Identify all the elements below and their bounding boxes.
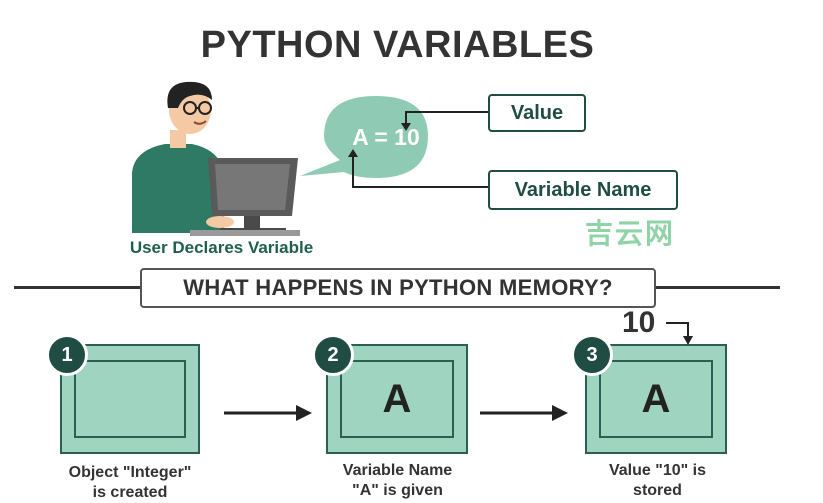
arrow-right-icon bbox=[480, 405, 568, 421]
step-caption-line: stored bbox=[633, 482, 682, 499]
arrow-right-icon bbox=[224, 405, 312, 421]
step-caption-line: Value "10" is bbox=[608, 462, 706, 479]
step-badge-1: 1 bbox=[46, 334, 88, 376]
user-declares-caption: User Declares Variable bbox=[129, 238, 314, 257]
section-title: WHAT HAPPENS IN PYTHON MEMORY? bbox=[140, 268, 656, 308]
variable-expression: A = 10 bbox=[352, 124, 420, 150]
divider-left bbox=[14, 286, 144, 289]
divider-right bbox=[648, 286, 780, 289]
page-title: PYTHON VARIABLES bbox=[200, 24, 595, 66]
step-caption-line: Object "Integer" bbox=[68, 464, 192, 481]
step-caption-3: Value "10" is stored bbox=[565, 461, 750, 501]
variable-name-callout: Variable Name bbox=[488, 170, 678, 210]
step-caption-line: Variable Name bbox=[342, 462, 453, 479]
step-caption-1: Object "Integer" is created bbox=[40, 463, 220, 503]
step-badge-3: 3 bbox=[571, 334, 613, 376]
callout-connectors bbox=[348, 111, 488, 188]
step-caption-line: "A" is given bbox=[352, 482, 443, 499]
step-badge-2: 2 bbox=[312, 334, 354, 376]
stored-value-label: 10 bbox=[622, 306, 656, 339]
value-callout: Value bbox=[488, 94, 586, 132]
watermark: 吉云网 bbox=[585, 217, 676, 250]
step-caption-2: Variable Name "A" is given bbox=[305, 461, 490, 501]
user-at-computer-illustration bbox=[132, 81, 300, 236]
memory-box-stored: A bbox=[585, 344, 727, 454]
speech-bubble bbox=[300, 96, 428, 178]
memory-box-inner bbox=[74, 360, 186, 438]
memory-box-inner: A bbox=[340, 360, 454, 438]
arrow-down-icon bbox=[666, 322, 693, 345]
memory-box-inner: A bbox=[599, 360, 713, 438]
step-caption-line: is created bbox=[92, 484, 168, 501]
